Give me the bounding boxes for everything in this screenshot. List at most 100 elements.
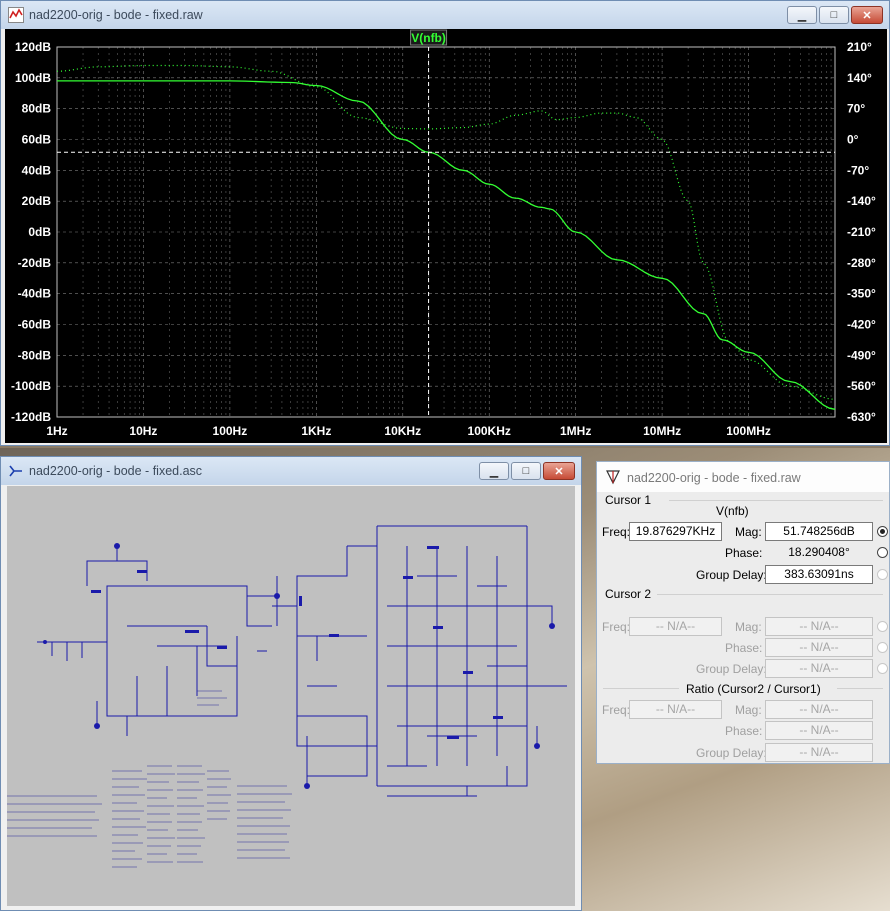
window-title: nad2200-orig - bode - fixed.raw xyxy=(29,8,203,22)
x-tick-label: 1Hz xyxy=(46,424,67,438)
cursor1-gd-label: Group Delay: xyxy=(696,568,767,582)
cursor2-phase-label: Phase: xyxy=(725,641,763,655)
y-right-tick-label: -280° xyxy=(847,256,876,270)
cursor2-freq-label: Freq: xyxy=(602,620,631,634)
y-left-tick-label: 120dB xyxy=(15,40,51,54)
y-left-tick-label: 20dB xyxy=(22,194,52,208)
cursor1-phase-radio[interactable] xyxy=(877,547,888,558)
cursor1-mag-field[interactable]: 51.748256dB xyxy=(765,522,873,541)
y-right-tick-label: 0° xyxy=(847,133,859,147)
y-left-tick-label: 40dB xyxy=(22,163,52,177)
y-left-tick-label: 100dB xyxy=(15,71,51,85)
window-title: nad2200-orig - bode - fixed.asc xyxy=(29,464,203,478)
schematic-wires xyxy=(37,525,567,797)
y-right-tick-label: -140° xyxy=(847,194,876,208)
ratio-phase-field[interactable]: -- N/A-- xyxy=(765,721,873,740)
window-title: nad2200-orig - bode - fixed.raw xyxy=(627,471,801,485)
plot-traces[interactable] xyxy=(56,64,836,410)
ratio-mag-field[interactable]: -- N/A-- xyxy=(765,700,873,719)
cursor1-heading: Cursor 1 xyxy=(605,493,652,507)
cursor1-mag-label: Mag: xyxy=(735,525,762,539)
title-bar[interactable]: nad2200-orig - bode - fixed.raw ▁ □ ✕ xyxy=(1,1,889,29)
cursor2-heading: Cursor 2 xyxy=(605,587,652,601)
trace-label[interactable]: V(nfb) xyxy=(411,31,446,45)
x-tick-label: 100KHz xyxy=(468,424,511,438)
waveform-app-icon xyxy=(8,7,24,23)
trace-label-box[interactable] xyxy=(410,29,448,46)
title-bar[interactable]: nad2200-orig - bode - fixed.raw xyxy=(597,462,889,492)
title-bar[interactable]: nad2200-orig - bode - fixed.asc ▁ □ ✕ xyxy=(1,457,581,485)
ratio-divider-left xyxy=(603,688,679,689)
schematic-notes xyxy=(7,690,292,868)
cursor1-phase-label: Phase: xyxy=(725,546,763,560)
cursor2-freq-field[interactable]: -- N/A-- xyxy=(629,617,722,636)
cursor2-gd-radio[interactable] xyxy=(877,663,888,674)
trace-label-group[interactable]: V(nfb) xyxy=(410,29,448,46)
y-left-tick-label: -120dB xyxy=(11,410,51,424)
ratio-gd-field[interactable]: -- N/A-- xyxy=(765,743,873,762)
maximize-icon: □ xyxy=(522,465,530,477)
y-right-tick-label: -490° xyxy=(847,348,876,362)
minimize-icon: ▁ xyxy=(797,9,807,22)
schematic-drawing[interactable] xyxy=(7,486,575,906)
y-right-tick-label: -630° xyxy=(847,410,876,424)
cursor2-gd-label: Group Delay: xyxy=(696,662,767,676)
close-button[interactable]: ✕ xyxy=(851,6,883,24)
cursor2-mag-field[interactable]: -- N/A-- xyxy=(765,617,873,636)
cursor2-phase-field[interactable]: -- N/A-- xyxy=(765,638,873,657)
cursor-readout-window[interactable]: nad2200-orig - bode - fixed.raw Cursor 1… xyxy=(596,461,890,764)
maximize-button[interactable]: □ xyxy=(819,6,849,24)
x-tick-label: 1KHz xyxy=(301,424,331,438)
cursor1-divider xyxy=(669,500,883,501)
y-left-tick-label: -60dB xyxy=(18,318,52,332)
cursor1-freq-field[interactable]: 19.876297KHz xyxy=(629,522,722,541)
y-right-tick-label: -210° xyxy=(847,225,876,239)
plot-frame xyxy=(56,46,836,418)
ratio-mag-label: Mag: xyxy=(735,703,762,717)
minimize-button[interactable]: ▁ xyxy=(787,6,817,24)
phase-trace[interactable] xyxy=(56,64,836,400)
ratio-freq-label: Freq: xyxy=(602,703,631,717)
minimize-button[interactable]: ▁ xyxy=(479,462,509,480)
cursor1-gd-radio[interactable] xyxy=(877,569,888,580)
ratio-phase-label: Phase: xyxy=(725,724,763,738)
minimize-icon: ▁ xyxy=(489,465,499,478)
plot-grid xyxy=(56,46,835,418)
cursor1-freq-label: Freq: xyxy=(602,525,631,539)
close-button[interactable]: ✕ xyxy=(543,462,575,480)
x-tick-label: 1MHz xyxy=(560,424,591,438)
cursor2-phase-radio[interactable] xyxy=(877,642,888,653)
y-right-tick-label: 70° xyxy=(847,102,865,116)
maximize-button[interactable]: □ xyxy=(511,462,541,480)
waveform-viewer-window[interactable]: nad2200-orig - bode - fixed.raw ▁ □ ✕ 12… xyxy=(0,0,890,446)
x-tick-label: 10MHz xyxy=(643,424,681,438)
schematic-editor-window[interactable]: nad2200-orig - bode - fixed.asc ▁ □ ✕ xyxy=(0,456,582,911)
bode-plot[interactable]: 120dB100dB80dB60dB40dB20dB0dB-20dB-40dB-… xyxy=(5,29,887,443)
y-right-tick-label: -560° xyxy=(847,379,876,393)
schematic-canvas[interactable] xyxy=(7,486,575,906)
cursor2-mag-radio[interactable] xyxy=(877,621,888,632)
cursor1-trace-name: V(nfb) xyxy=(716,504,749,518)
ratio-freq-field[interactable]: -- N/A-- xyxy=(629,700,722,719)
x-tick-label: 10KHz xyxy=(384,424,421,438)
cursor1-gd-field[interactable]: 383.63091ns xyxy=(765,565,873,584)
cursor2-divider xyxy=(657,594,883,595)
cursor1-mag-radio[interactable] xyxy=(877,526,888,537)
maximize-icon: □ xyxy=(830,9,838,21)
cursor2-gd-field[interactable]: -- N/A-- xyxy=(765,659,873,678)
y-left-tick-label: -20dB xyxy=(18,256,52,270)
cursor-crosshair[interactable] xyxy=(57,47,835,417)
x-tick-label: 10Hz xyxy=(129,424,157,438)
y-left-tick-label: 0dB xyxy=(28,225,51,239)
y-right-tick-label: 210° xyxy=(847,40,872,54)
close-icon: ✕ xyxy=(554,465,564,478)
y-right-tick-label: -420° xyxy=(847,318,876,332)
y-left-tick-label: -80dB xyxy=(18,348,52,362)
y-left-tick-label: 80dB xyxy=(22,102,52,116)
ratio-divider-right xyxy=(837,688,883,689)
x-tick-label: 100Hz xyxy=(213,424,248,438)
y-right-tick-label: -350° xyxy=(847,287,876,301)
close-icon: ✕ xyxy=(862,9,872,22)
magnitude-trace[interactable] xyxy=(57,80,836,410)
